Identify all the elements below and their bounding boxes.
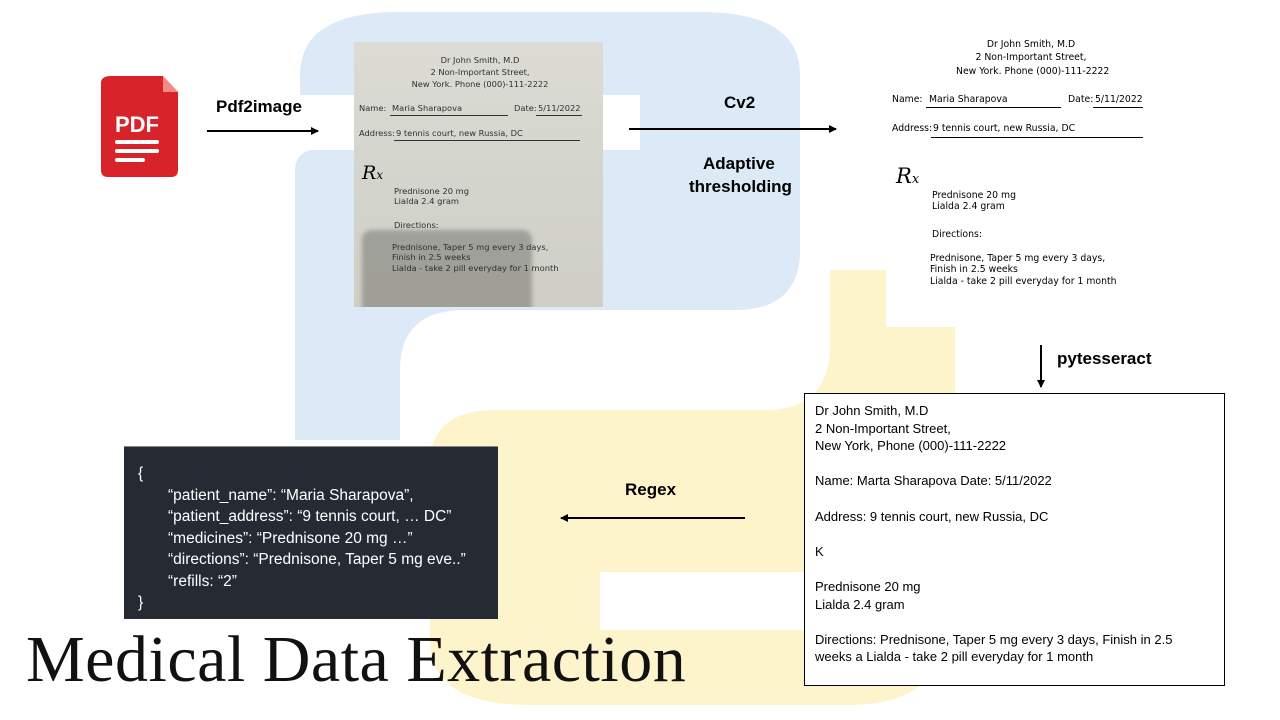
ocr-line: New York, Phone (000)-111-2222 <box>815 438 1007 454</box>
clean-date-value: 5/11/2022 <box>1095 94 1143 105</box>
clean-city-phone: New York. Phone (000)-111-2222 <box>956 65 1110 77</box>
pdf-page-fold-shape <box>163 76 178 92</box>
ocr-line <box>815 560 1214 578</box>
ocr-line: 2 Non-Important Street, <box>815 420 951 436</box>
page-title: Medical Data Extraction <box>26 623 687 696</box>
label-cv2: Cv2 <box>724 93 756 112</box>
ocr-line: K <box>815 543 824 559</box>
json-field-line: “refills: “2” <box>168 572 237 590</box>
ocr-line: Prednisone 20 mg <box>815 578 921 594</box>
ocr-line: weeks a Lialda - take 2 pill everyday fo… <box>815 649 1094 665</box>
pdf-file-icon: PDF <box>101 76 178 177</box>
scan-med-2: Lialda 2.4 gram <box>394 196 459 206</box>
label-thresholding: thresholding <box>689 177 792 196</box>
scan-doctor: Dr John Smith, M.D <box>440 55 520 65</box>
scan-name-underline <box>390 115 508 116</box>
clean-header: Dr John Smith, M.D 2 Non-Important Stree… <box>956 38 1110 78</box>
pdf-line-2-shape <box>115 149 159 153</box>
ocr-text-output: Dr John Smith, M.D 2 Non-Important Street… <box>804 393 1225 686</box>
label-adaptive: Adaptive <box>703 154 775 173</box>
scan-header: Dr John Smith, M.D 2 Non-Important Stree… <box>410 54 550 90</box>
clean-name-label: Name: <box>892 94 923 105</box>
clean-dir-2: Finish in 2.5 weeks <box>930 264 1018 275</box>
clean-address-value: 9 tennis court, new Russia, DC <box>933 123 1076 134</box>
clean-date-label: Date: <box>1068 94 1094 105</box>
json-field-line: “medicines”: “Prednisone 20 mg …” <box>168 529 413 547</box>
pdf-line-3-shape <box>115 158 145 162</box>
clean-med-2: Lialda 2.4 gram <box>932 201 1005 212</box>
clean-street: 2 Non-Important Street, <box>975 52 1087 64</box>
scan-dir-2: Finish in 2.5 weeks <box>392 252 471 262</box>
logo-yellow-half-shape <box>430 270 955 705</box>
pdf-input-card: PDF <box>73 60 207 194</box>
json-field-line: “patient_name”: “Maria Sharapova”, <box>168 486 414 504</box>
ocr-line: Address: 9 tennis court, new Russia, DC <box>815 508 1049 524</box>
json-close-brace: } <box>138 594 144 611</box>
clean-date-underline <box>1093 107 1143 108</box>
thresholded-prescription-image: Dr John Smith, M.D 2 Non-Important Stree… <box>886 24 1169 327</box>
ocr-line <box>815 455 1214 473</box>
clean-rx-symbol: Rx <box>896 164 920 188</box>
scan-city-phone: New York. Phone (000)-111-2222 <box>411 79 549 90</box>
scan-med-1: Prednisone 20 mg <box>394 186 469 196</box>
scan-name-label: Name: <box>359 103 387 113</box>
clean-address-underline <box>931 137 1143 138</box>
json-open-brace: { <box>138 465 144 482</box>
scan-name-value: Maria Sharapova <box>392 103 463 113</box>
clean-dir-3: Lialda - take 2 pill everyday for 1 mont… <box>930 276 1117 287</box>
scan-dir-3: Lialda - take 2 pill everyday for 1 mont… <box>392 263 559 273</box>
scan-shadow-shape <box>362 230 532 307</box>
json-output-panel: { “patient_name”: “Maria Sharapova”,“pat… <box>124 446 498 619</box>
clean-doctor: Dr John Smith, M.D <box>986 39 1076 50</box>
label-regex: Regex <box>625 480 677 499</box>
scanned-prescription-image: Dr John Smith, M.D 2 Non-Important Stree… <box>354 42 603 307</box>
json-field-line: “patient_address”: “9 tennis court, … DC… <box>168 508 452 525</box>
scan-dir-1: Prednisone, Taper 5 mg every 3 days, <box>392 242 549 252</box>
scan-address-label: Address: <box>359 128 395 138</box>
ocr-line: Lialda 2.4 gram <box>815 596 905 612</box>
scan-rx-symbol: Rx <box>362 162 384 184</box>
scan-directions-label: Directions: <box>394 220 439 230</box>
label-pytesseract: pytesseract <box>1057 349 1152 368</box>
ocr-line: Name: Marta Sharapova Date: 5/11/2022 <box>815 473 1052 489</box>
scan-date-label: Date: <box>514 103 537 113</box>
scan-date-underline <box>536 115 582 116</box>
clean-name-value: Maria Sharapova <box>929 94 1008 105</box>
ocr-line <box>815 490 1214 508</box>
ocr-line <box>815 525 1214 543</box>
ocr-line: Directions: Prednisone, Taper 5 mg every… <box>815 631 1173 647</box>
clean-dir-1: Prednisone, Taper 5 mg every 3 days, <box>930 253 1106 264</box>
clean-med-1: Prednisone 20 mg <box>932 190 1016 201</box>
pdf-icon-label: PDF <box>115 112 159 137</box>
json-fields: “patient_name”: “Maria Sharapova”, “patie… <box>138 485 498 593</box>
scan-street: 2 Non-Important Street, <box>430 67 530 78</box>
clean-directions-label: Directions: <box>932 229 982 240</box>
ocr-line <box>815 613 1214 631</box>
clean-address-label: Address: <box>892 123 933 134</box>
json-field-line: “directions”: “Prednisone, Taper 5 mg ev… <box>168 551 466 568</box>
ocr-line: Dr John Smith, M.D <box>815 403 929 418</box>
label-pdf2image: Pdf2image <box>216 97 302 116</box>
scan-address-underline <box>394 140 580 141</box>
clean-name-underline <box>926 107 1061 108</box>
scan-address-value: 9 tennis court, new Russia, DC <box>396 128 523 138</box>
scan-date-value: 5/11/2022 <box>538 103 581 113</box>
pdf-line-1-shape <box>115 140 159 144</box>
